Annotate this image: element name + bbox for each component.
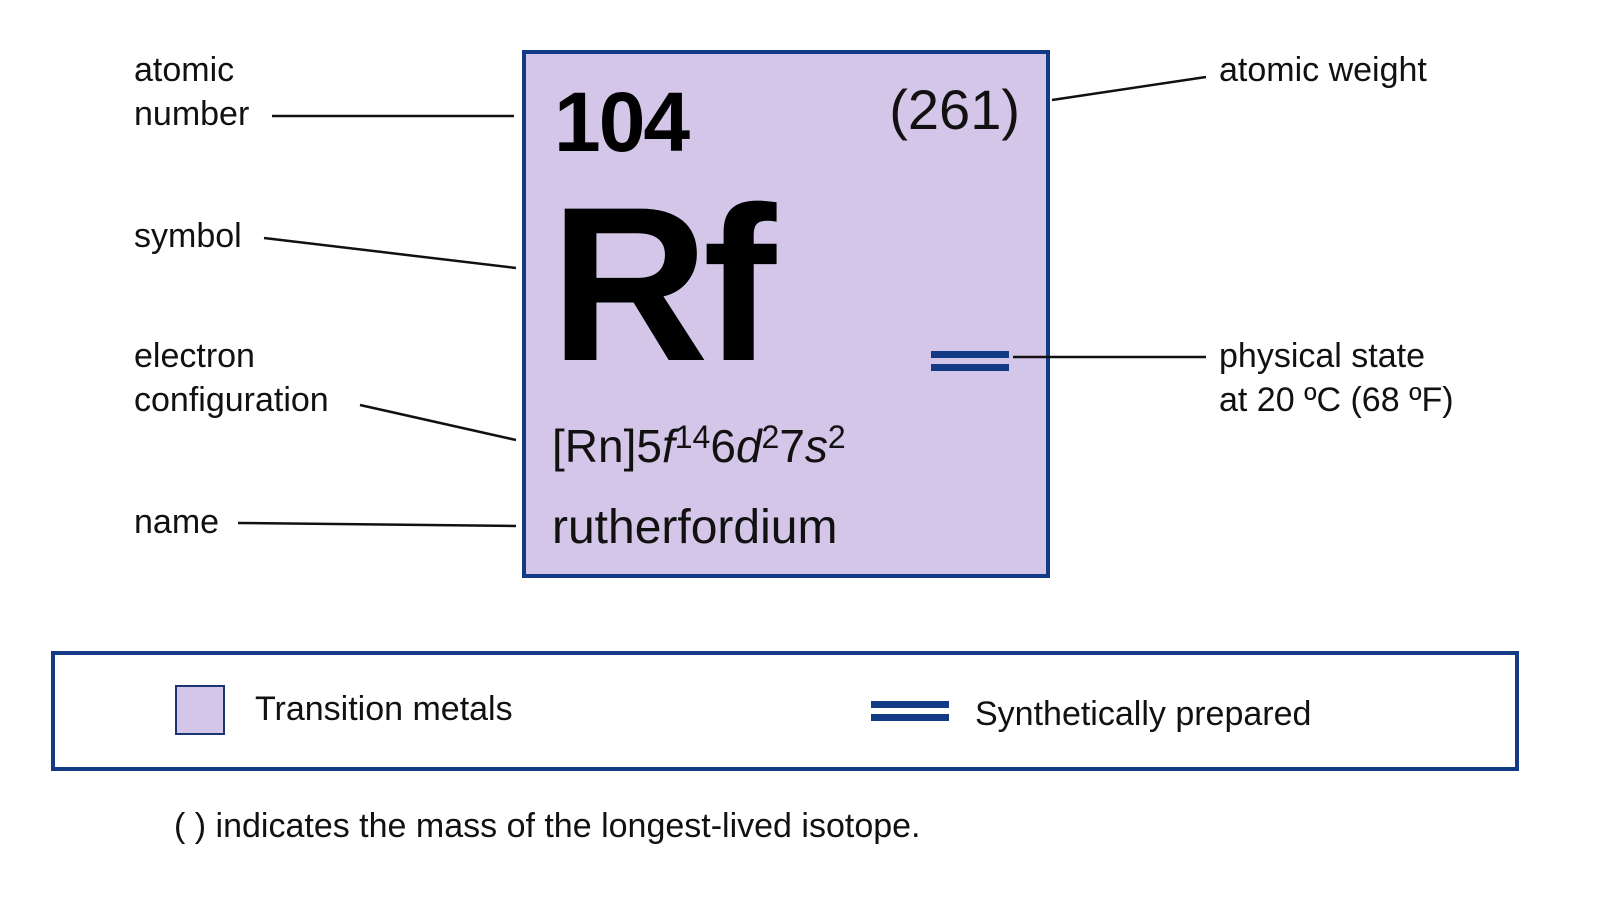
leader-symbol xyxy=(263,236,517,270)
callout-atomic-number-line-2: number xyxy=(134,95,250,133)
callout-atomic-number-line-1: atomic xyxy=(134,51,235,89)
config-core: [Rn] xyxy=(552,420,637,472)
footnote: ( ) indicates the mass of the longest-li… xyxy=(174,807,921,845)
callout-physical-state: physical state at 20 ºC (68 ºF) xyxy=(1219,334,1454,422)
config-subshell: d xyxy=(735,420,762,472)
config-subshell: s xyxy=(804,420,828,472)
config-shell: 6 xyxy=(710,420,736,472)
callout-symbol: symbol xyxy=(134,217,242,255)
legend-label-transition-metals: Transition metals xyxy=(255,690,513,728)
synthetic-icon-bar-bottom xyxy=(871,714,949,721)
synthetically-prepared-icon xyxy=(871,701,949,723)
legend-box: Transition metals Synthetically prepared xyxy=(51,651,1519,771)
element-tile: 104 (261) Rf [Rn]5f146d27s2 rutherfordiu… xyxy=(522,50,1050,578)
synthetic-state-icon-bar-top xyxy=(931,351,1009,358)
config-electrons: 2 xyxy=(761,419,780,455)
callout-name: name xyxy=(134,503,220,541)
config-electrons: 14 xyxy=(674,419,711,455)
callout-physical-state-line-2: at 20 ºC (68 ºF) xyxy=(1219,381,1454,419)
legend-label-synthetically-prepared: Synthetically prepared xyxy=(975,695,1312,733)
callout-atomic-number: atomic number xyxy=(134,48,249,136)
synthetic-state-icon xyxy=(931,351,1009,371)
callout-electron-configuration: electron configuration xyxy=(134,334,329,422)
config-subshell: f xyxy=(661,420,675,472)
leader-electron-configuration xyxy=(359,403,517,442)
callout-atomic-weight: atomic weight xyxy=(1219,51,1427,89)
config-shell: 7 xyxy=(779,420,805,472)
atomic-number: 104 xyxy=(554,75,690,169)
leader-atomic-weight xyxy=(1051,75,1207,102)
synthetic-state-icon-bar-bottom xyxy=(931,364,1009,371)
electron-configuration: [Rn]5f146d27s2 xyxy=(552,416,846,476)
callout-electron-configuration-line-1: electron xyxy=(134,337,255,375)
callout-physical-state-line-1: physical state xyxy=(1219,337,1425,375)
config-shell: 5 xyxy=(636,420,662,472)
leader-name xyxy=(237,521,517,528)
config-electrons: 2 xyxy=(827,419,846,455)
element-name: rutherfordium xyxy=(552,501,838,554)
synthetic-icon-bar-top xyxy=(871,701,949,708)
atomic-weight: (261) xyxy=(889,78,1020,141)
element-symbol: Rf xyxy=(550,161,776,407)
callout-electron-configuration-line-2: configuration xyxy=(134,381,329,419)
transition-metals-swatch-icon xyxy=(175,685,225,735)
